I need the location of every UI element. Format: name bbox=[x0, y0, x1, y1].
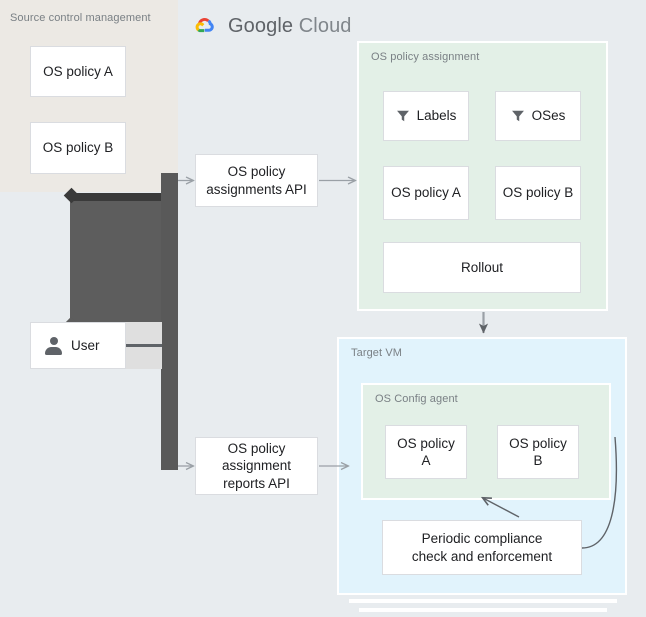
google-cloud-logo-icon bbox=[195, 17, 214, 33]
target-vm-stack-line-1 bbox=[349, 599, 617, 603]
box-filter-labels[interactable]: Labels bbox=[383, 91, 469, 141]
box-label: OS policy B bbox=[42, 140, 114, 156]
box-label: Labels bbox=[416, 108, 457, 124]
box-assignment-os-policy-a[interactable]: OS policy A bbox=[383, 166, 469, 220]
box-label: OS policy B bbox=[502, 185, 574, 201]
brand-name-cloud: Cloud bbox=[298, 14, 352, 37]
box-source-os-policy-b[interactable]: OS policy B bbox=[30, 122, 126, 174]
target-vm-stack-line-2 bbox=[359, 608, 607, 612]
user-flow-fan-top-band bbox=[70, 193, 166, 201]
google-cloud-wordmark: Google Cloud bbox=[228, 15, 352, 38]
box-user[interactable]: User bbox=[30, 322, 126, 369]
box-label: OS policy A bbox=[397, 435, 455, 468]
box-agent-os-policy-b[interactable]: OS policy B bbox=[497, 425, 579, 479]
panel-title-target-vm: Target VM bbox=[351, 347, 403, 359]
user-flow-fan-shape bbox=[70, 193, 166, 325]
user-label: User bbox=[71, 337, 100, 353]
user-box-backing-slab-line bbox=[126, 344, 162, 347]
box-assignment-os-policy-b[interactable]: OS policy B bbox=[495, 166, 581, 220]
box-label: OSes bbox=[531, 108, 566, 124]
user-flow-vertical-bar bbox=[161, 173, 178, 470]
box-agent-os-policy-a[interactable]: OS policy A bbox=[385, 425, 467, 479]
box-label: OS policy A bbox=[391, 185, 461, 201]
panel-title-source-control-management: Source control management bbox=[10, 12, 151, 24]
box-label: OS policy A bbox=[43, 63, 113, 79]
filter-funnel-icon bbox=[396, 110, 409, 122]
box-rollout[interactable]: Rollout bbox=[383, 242, 581, 293]
user-person-icon bbox=[45, 337, 62, 355]
box-source-os-policy-a[interactable]: OS policy A bbox=[30, 46, 126, 97]
panel-title-os-config-agent: OS Config agent bbox=[375, 393, 458, 405]
google-cloud-brand: Google Cloud bbox=[189, 14, 352, 38]
box-filter-oses[interactable]: OSes bbox=[495, 91, 581, 141]
panel-title-os-policy-assignment: OS policy assignment bbox=[371, 51, 480, 63]
filter-funnel-icon bbox=[511, 110, 524, 122]
brand-name-google: Google bbox=[228, 14, 294, 37]
box-label: Rollout bbox=[460, 259, 504, 275]
box-label: OS policy B bbox=[509, 435, 567, 468]
